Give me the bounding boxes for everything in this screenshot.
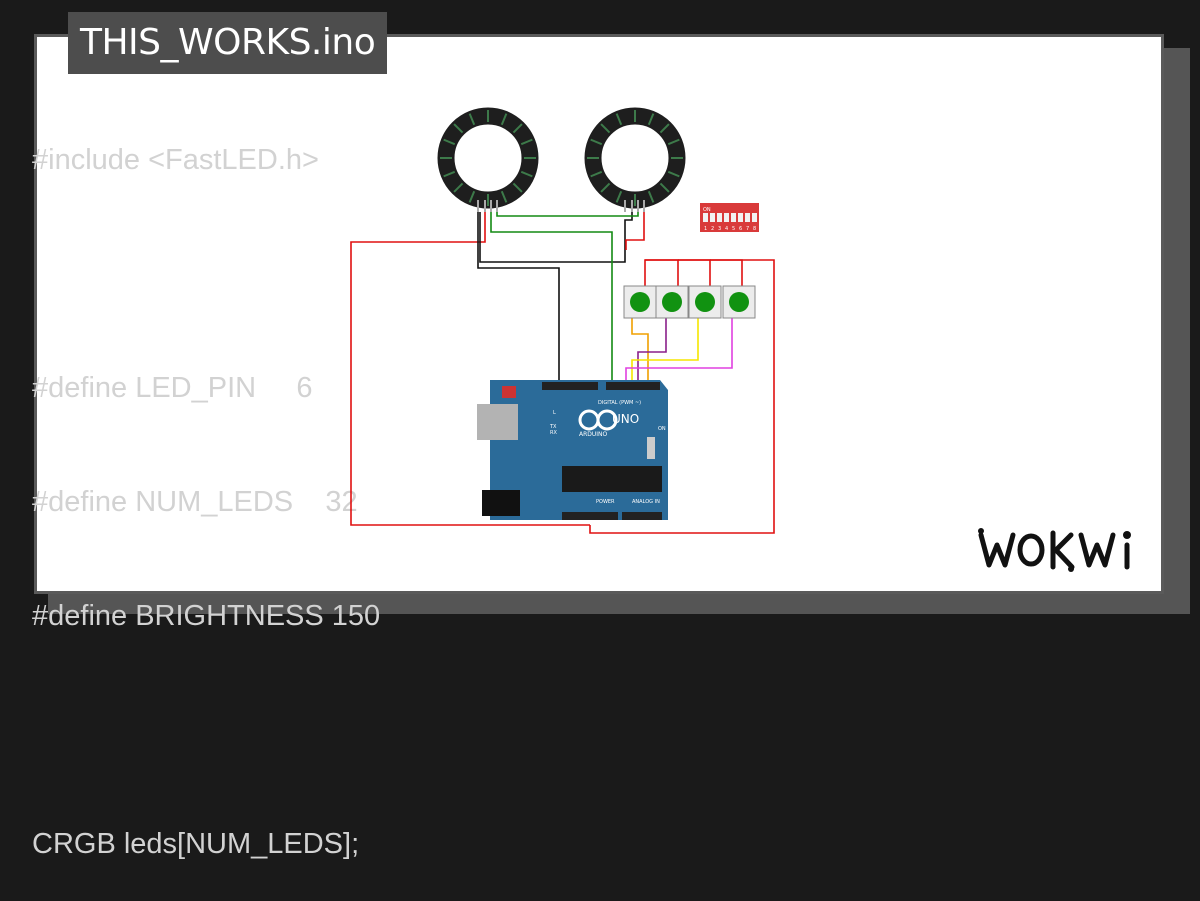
dip-number: 4 [725, 226, 728, 232]
dip-number: 7 [746, 226, 749, 232]
led-pixel [647, 190, 655, 203]
led-pixel [615, 190, 623, 203]
led-pixel [500, 190, 508, 203]
led-pixel [590, 138, 603, 146]
sketch-filename: THIS_WORKS.ino [68, 12, 388, 74]
code-line: CRGB leds[NUM_LEDS]; [32, 828, 360, 860]
wire-red [678, 259, 711, 288]
dip-number: 3 [718, 226, 721, 232]
icsp-header [647, 437, 655, 459]
dip-number: 6 [739, 226, 742, 232]
led-pixel [590, 170, 603, 178]
wires [350, 212, 775, 534]
dip-toggle[interactable] [710, 213, 715, 222]
wire-red [350, 212, 590, 526]
push-button-1[interactable] [623, 285, 657, 319]
led-pixel [659, 123, 670, 134]
board-model-label: UNO [612, 412, 639, 426]
wokwi-logo-icon [978, 528, 1131, 572]
led-pixel [443, 170, 456, 178]
led-pixel [468, 113, 476, 126]
wire-red [710, 259, 743, 288]
code-line [32, 706, 380, 754]
push-button-3[interactable] [688, 285, 722, 319]
code-line: #define NUM_LEDS 32 [32, 486, 358, 518]
led-pixel [600, 182, 611, 193]
push-button-4[interactable] [722, 285, 756, 319]
dip-number: 2 [711, 226, 714, 232]
wire-orange [631, 316, 649, 386]
led-ring-left[interactable] [437, 107, 539, 209]
led-pixel [659, 182, 670, 193]
led-pixel [443, 138, 456, 146]
wire-green [496, 212, 639, 217]
led-pixel [667, 138, 680, 146]
atmega-chip [562, 466, 662, 492]
wire-black [479, 212, 633, 263]
wire-green [490, 212, 613, 386]
led-ring-right[interactable] [584, 107, 686, 209]
dip-on-label: ON [703, 207, 711, 213]
on-label: ON [658, 426, 666, 432]
led-pixel [647, 113, 655, 126]
dip-number: 1 [704, 226, 707, 232]
usb-port [477, 404, 518, 440]
board-brand-label: ARDUINO [579, 431, 608, 438]
wire-black [477, 212, 560, 386]
code-line: #define BRIGHTNESS 150 [32, 600, 381, 632]
led-pixel [468, 190, 476, 203]
led-pixel [615, 113, 623, 126]
dip-toggle[interactable] [752, 213, 757, 222]
wire-red [589, 259, 775, 534]
l-label: L [553, 410, 556, 416]
led-pixel [500, 113, 508, 126]
header-analog [622, 512, 662, 520]
wire-red [645, 259, 679, 288]
led-pixel [520, 170, 533, 178]
analog-label: ANALOG IN [632, 499, 660, 505]
led-pixel [453, 182, 464, 193]
led-pixel [520, 138, 533, 146]
power-label: POWER [596, 499, 615, 505]
header-power [562, 512, 618, 520]
push-button-2[interactable] [655, 285, 689, 319]
led-pixel [600, 123, 611, 134]
wire-magenta [625, 316, 733, 386]
dip-toggle[interactable] [703, 213, 708, 222]
dip-toggle[interactable] [731, 213, 736, 222]
wire-yellow [631, 316, 699, 386]
dip-toggle[interactable] [724, 213, 729, 222]
header-digital-right [606, 382, 660, 390]
dip-toggle[interactable] [717, 213, 722, 222]
wokwi-logo [975, 525, 1151, 579]
digital-label: DIGITAL (PWM ~) [598, 400, 641, 406]
dip-number: 5 [732, 226, 735, 232]
dip-toggle[interactable] [738, 213, 743, 222]
dip-number: 8 [753, 226, 756, 232]
wire-red [625, 212, 645, 250]
ring-pins [477, 200, 645, 212]
rx-label: RX [550, 430, 557, 436]
reset-button[interactable] [502, 386, 516, 398]
power-jack [482, 490, 520, 516]
led-pixel [512, 182, 523, 193]
led-pixel [512, 123, 523, 134]
led-pixel [453, 123, 464, 134]
dip-toggle[interactable] [745, 213, 750, 222]
header-digital-left [542, 382, 598, 390]
code-line: #define LED_PIN 6 [32, 372, 313, 404]
wire-purple [637, 316, 667, 386]
led-pixel [667, 170, 680, 178]
code-line: #include <FastLED.h> [32, 144, 319, 176]
arduino-uno-board[interactable]: UNO ARDUINO DIGITAL (PWM ~) POWER ANALOG… [477, 380, 668, 520]
tx-label: TX [549, 424, 557, 430]
